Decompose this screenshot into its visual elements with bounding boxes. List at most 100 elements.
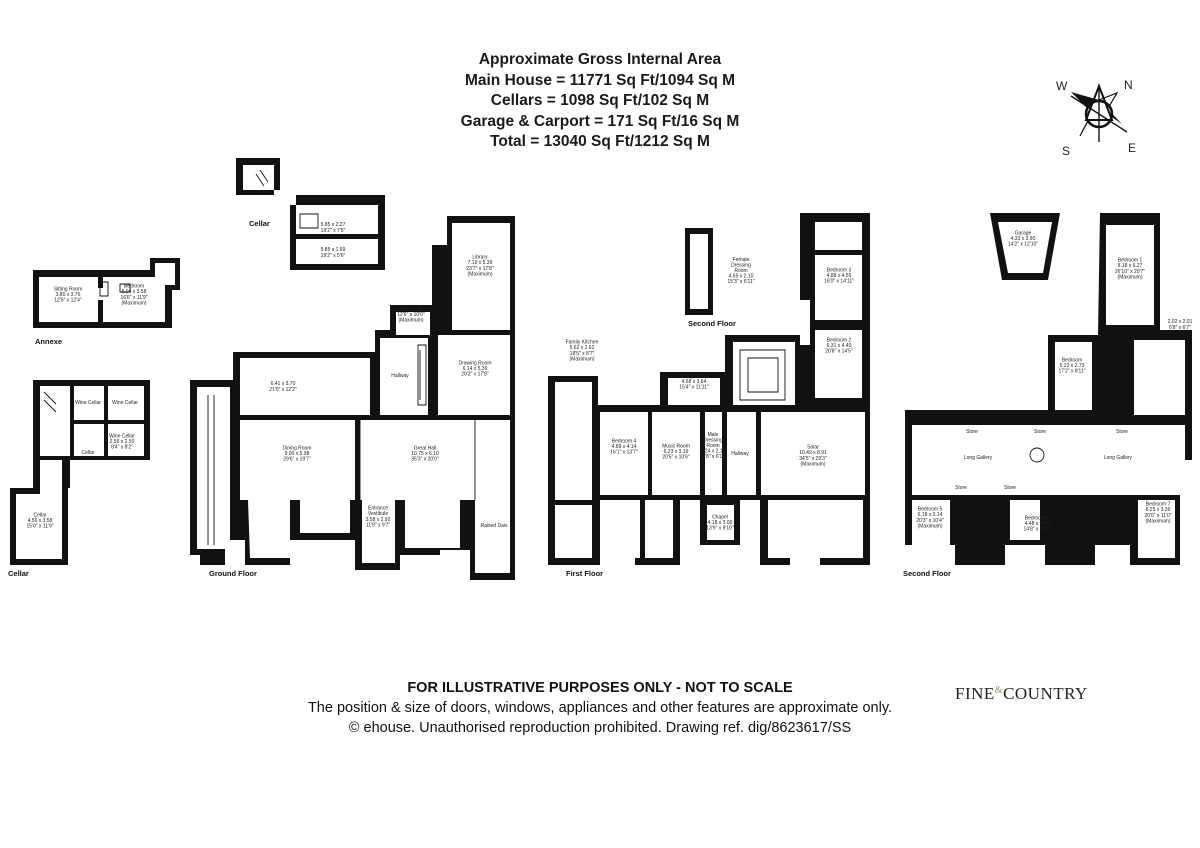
- room-label-line: Bedroom 2: [827, 337, 852, 343]
- room-label-line: 34'5" x 29'3": [799, 456, 827, 462]
- room-label-line: 4.56 x 3.58: [28, 518, 53, 524]
- room-label-line: (Maximum): [801, 461, 826, 467]
- cellars-area: Cellars = 1098 Sq Ft/102 Sq M: [490, 92, 710, 109]
- logo-country: COUNTRY: [1003, 684, 1088, 703]
- room-label-line: (Maximum): [399, 318, 424, 324]
- room-label-line: Female: [733, 257, 750, 263]
- cellar-bottom-plan: [10, 380, 150, 565]
- room-label-line: Wine Cellar: [75, 400, 101, 406]
- room-label-line: 10.75 x 6.10: [411, 451, 439, 457]
- room-label-store5: Store: [1004, 485, 1016, 491]
- room-label-line: Room: [734, 268, 747, 274]
- room-label-line: 16'0" x 14'11": [824, 279, 854, 285]
- room-label-line: 4.68 x 3.64: [682, 379, 707, 385]
- room-label-line: 3.82 x 3.05: [399, 306, 424, 312]
- room-label-store2: Store: [1034, 429, 1046, 435]
- room-label-line: Raised Dais: [481, 523, 508, 529]
- room-label-line: Bedroom 7: [1146, 502, 1171, 508]
- room-label-line: Dressing: [703, 437, 723, 443]
- room-label-line: 19'2" x 5'6": [321, 253, 346, 259]
- room-label-line: 17'2" x 8'11": [1058, 369, 1085, 375]
- room-label-line: Store: [1004, 485, 1016, 491]
- room-label-line: 13'9" x 9'10": [706, 526, 734, 532]
- second-floor-upper-label: Second Floor: [688, 319, 736, 328]
- room-label-line: 4.65 x 2.10: [729, 274, 754, 280]
- room-label-line: 16'6" x 11'9": [120, 295, 147, 301]
- room-label-line: 23'7" x 17'8": [466, 266, 494, 272]
- room-label-line: Drawing Room: [458, 360, 491, 366]
- room-label-line: Library: [472, 255, 488, 261]
- room-label-line: 6'8" x 6'7": [1169, 325, 1191, 331]
- room-label-line: 10.49 x 8.91: [799, 450, 827, 456]
- room-label-line: 2.56 x 2.50: [110, 439, 135, 445]
- disclaimer-text: The position & size of doors, windows, a…: [307, 700, 893, 716]
- room-label-line: Bedroom 4: [612, 438, 637, 444]
- room-label-store4: Store: [955, 485, 967, 491]
- room-label-line: Cellar: [33, 512, 46, 518]
- room-label-line: 5.85 x 2.27: [321, 222, 346, 228]
- room-label-line: 20'2" x 17'8": [461, 372, 489, 378]
- room-label-line: 7.19 x 5.39: [468, 260, 493, 266]
- room-label-line: 4.33 x 3.90: [1011, 236, 1036, 242]
- room-label-line: Family Kitchen: [566, 340, 599, 346]
- room-label-line: Cellar: [81, 450, 94, 456]
- room-label-line: 35'3" x 20'0": [411, 457, 439, 463]
- room-label-line: 20'3" x 10'4": [916, 518, 944, 524]
- room-label-line: 6.23 x 3.19: [664, 449, 689, 455]
- room-label-line: 3.58 x 2.92: [366, 517, 391, 523]
- room-label-line: Bedroom 6: [1025, 515, 1050, 521]
- room-label-line: 16'1" x 13'7": [610, 450, 638, 456]
- compass-s: S: [1062, 144, 1070, 158]
- ground-floor-label: Ground Floor: [209, 569, 257, 578]
- cellar-bottom-label: Cellar: [8, 569, 29, 578]
- room-label-line: Wine Cellar: [112, 400, 138, 406]
- room-label-line: 6.41 x 3.70: [271, 381, 296, 387]
- room-label-line: 14'2" x 12'10": [1008, 242, 1038, 248]
- room-label-line: 6.31 x 4.40: [827, 343, 852, 349]
- room-label-line: 2.02 x 2.01: [1168, 319, 1193, 325]
- room-label-line: (Maximum): [918, 523, 943, 529]
- room-label-line: Store: [1034, 429, 1046, 435]
- cellar-top-plan: [236, 158, 385, 270]
- room-label-dais: Raised Dais: [481, 523, 508, 529]
- disclaimer: FOR ILLUSTRATIVE PURPOSES ONLY - NOT TO …: [0, 678, 1200, 738]
- room-label-line: Long Gallery: [1104, 455, 1133, 461]
- room-label-line: (Maximum): [122, 300, 147, 306]
- room-label-line: 18'5" x 8'7": [570, 351, 595, 357]
- compass-icon: W N S E: [1056, 78, 1136, 158]
- room-label-line: 15'3" x 6'11": [727, 279, 754, 285]
- room-label-line: Sitting Room: [680, 373, 709, 379]
- annexe-plan: [33, 258, 180, 328]
- room-label-line: Entrance: [368, 506, 388, 512]
- ground-floor-plan: [190, 216, 515, 580]
- room-label-line: 26'10" x 20'7": [1115, 269, 1145, 275]
- room-label-line: (Maximum): [1118, 274, 1143, 280]
- second-floor-label: Second Floor: [903, 569, 951, 578]
- room-label-store1: Store: [966, 429, 978, 435]
- garage-area: Garage & Carport = 171 Sq Ft/16 Sq M: [460, 112, 740, 130]
- logo-amp: &: [994, 685, 1004, 696]
- room-label-line: 9.00 x 5.98: [285, 451, 310, 457]
- first-floor-label: First Floor: [566, 569, 603, 578]
- room-label-line: 20'8" x 14'5": [825, 349, 853, 355]
- disclaimer-title: FOR ILLUSTRATIVE PURPOSES ONLY - NOT TO …: [407, 680, 793, 696]
- room-label-line: 5.62 x 2.62: [570, 345, 595, 351]
- room-label-line: 8.18 x 6.27: [1118, 263, 1143, 269]
- room-label-line: Sitting Room: [54, 286, 83, 292]
